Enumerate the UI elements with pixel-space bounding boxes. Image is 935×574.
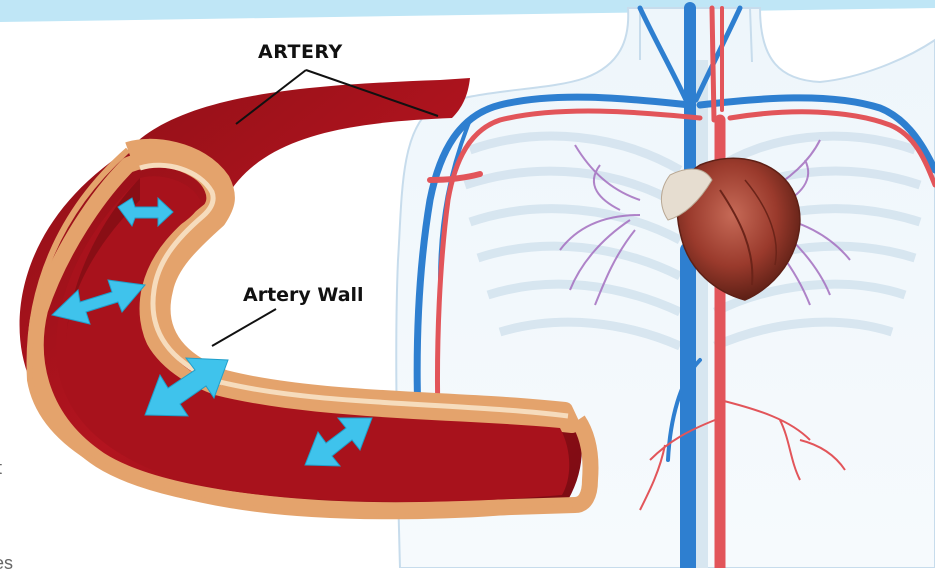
cropped-text-fragment: es xyxy=(0,553,13,574)
wall-leader xyxy=(212,309,276,346)
top-banner xyxy=(0,0,935,22)
artery-wall-label: Artery Wall xyxy=(243,284,364,306)
artery-label: ARTERY xyxy=(258,41,343,63)
cropped-text-fragment: t xyxy=(0,458,2,479)
